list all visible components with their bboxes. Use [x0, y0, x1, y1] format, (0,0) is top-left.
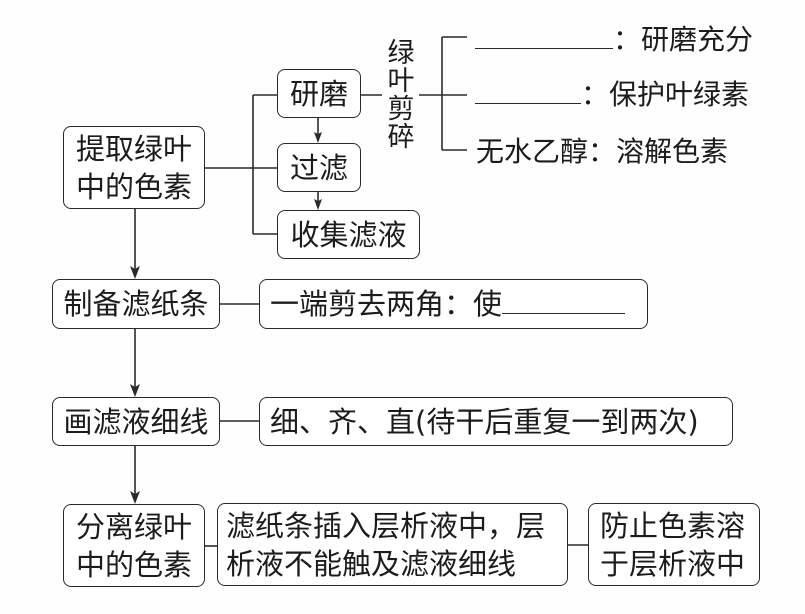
grind-details-heading-char: 碎 [387, 122, 415, 153]
node-draw-line: 画滤液细线 [52, 397, 220, 446]
grind-details-heading: 绿 叶 剪 碎 [386, 40, 416, 152]
node-prepare-paper: 制备滤纸条 [52, 279, 220, 329]
grind-detail-item-1: ：研磨充分 [475, 25, 753, 55]
node-extract-line-2: 中的色素 [75, 169, 192, 204]
node-collect-label: 收集滤液 [290, 217, 407, 252]
node-separate-pigments: 分离绿叶 中的色素 [63, 504, 205, 587]
grind-detail-item-2-text: ：保护叶绿素 [581, 78, 750, 111]
grind-details-heading-char: 绿 [387, 38, 415, 69]
answer-blank [475, 102, 581, 104]
arrow-filter-to-collect-head [314, 199, 322, 210]
node-collect-filtrate: 收集滤液 [277, 210, 420, 259]
answer-blank [502, 312, 626, 314]
arrow-draw-to-separate-head [130, 491, 140, 504]
note-separate-purpose-line-2: 于层析液中 [600, 546, 746, 581]
node-grind: 研磨 [277, 69, 361, 118]
arrow-grind-to-filter-head [314, 132, 322, 143]
note-separate-method-line-1: 滤纸条插入层析液中，层 [226, 508, 546, 543]
node-prepare-paper-label: 制备滤纸条 [63, 287, 209, 321]
note-draw-line: 细、齐、直(待干后重复一到两次) [259, 397, 733, 446]
note-prepare-paper-text: 一端剪去两角：使 [270, 287, 503, 321]
note-separate-method-line-2: 析液不能触及滤液细线 [226, 546, 517, 581]
node-separate-line-2: 中的色素 [75, 547, 192, 582]
note-separate-purpose-line-1: 防止色素溶 [600, 508, 746, 543]
note-separate-method: 滤纸条插入层析液中，层 析液不能触及滤液细线 [217, 503, 568, 586]
node-filter-label: 过滤 [289, 150, 348, 185]
note-draw-line-text: 细、齐、直(待干后重复一到两次) [270, 404, 699, 439]
grind-details-heading-char: 剪 [387, 94, 415, 125]
note-prepare-paper-text-row: 一端剪去两角：使 [270, 284, 626, 324]
node-separate-line-1: 分离绿叶 [75, 509, 192, 544]
node-filter: 过滤 [277, 143, 361, 192]
note-prepare-paper: 一端剪去两角：使 [259, 279, 648, 329]
node-extract-line-1: 提取绿叶 [75, 131, 192, 166]
note-separate-purpose: 防止色素溶 于层析液中 [588, 503, 760, 586]
grind-detail-item-3: 无水乙醇：溶解色素 [476, 137, 728, 167]
node-draw-line-label: 画滤液细线 [63, 404, 209, 439]
arrow-extract-to-prepare-head [130, 266, 140, 279]
arrow-prepare-to-draw-head [130, 384, 140, 397]
grind-detail-item-3-text: 无水乙醇：溶解色素 [476, 135, 729, 168]
answer-blank [475, 47, 613, 49]
grind-detail-item-1-text: ：研磨充分 [613, 23, 754, 56]
grind-detail-item-2: ：保护叶绿素 [475, 80, 749, 110]
node-extract-pigments: 提取绿叶 中的色素 [63, 126, 205, 209]
grind-details-heading-char: 叶 [387, 66, 415, 97]
node-grind-label: 研磨 [289, 76, 348, 111]
